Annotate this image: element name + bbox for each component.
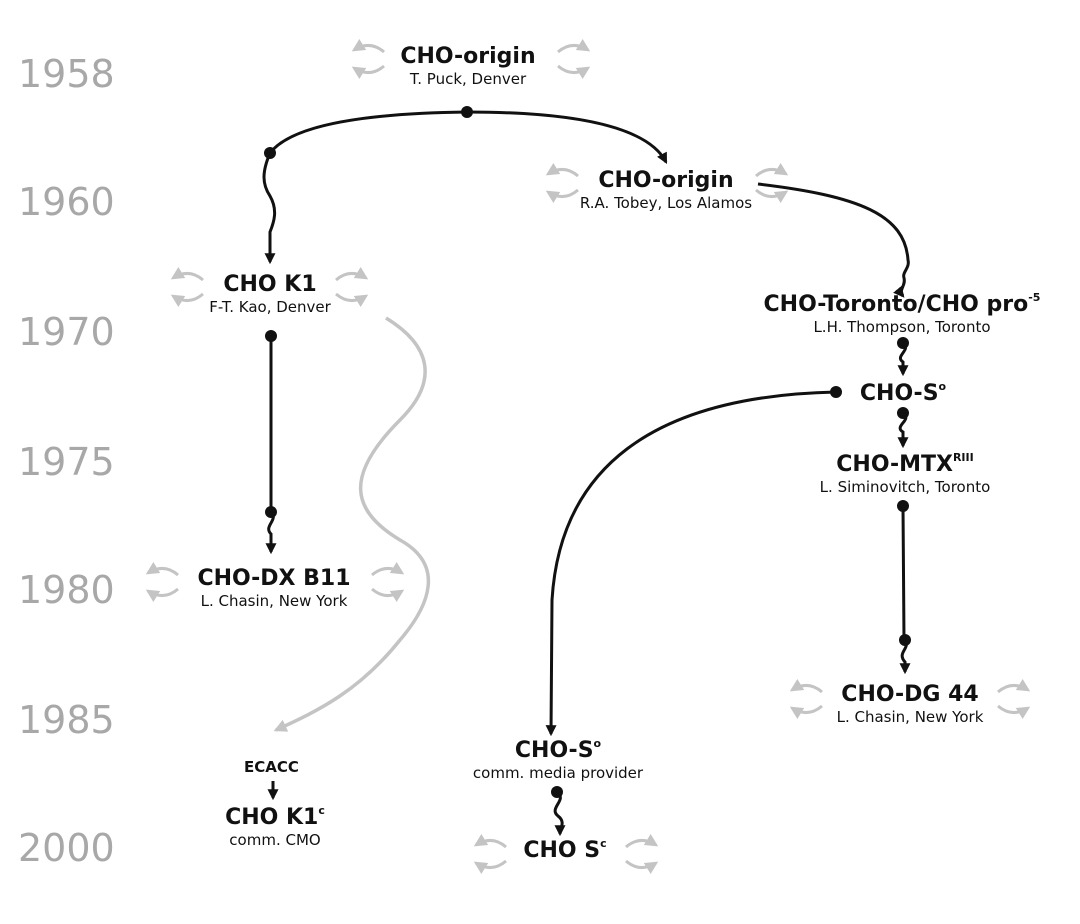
node-superscript: c xyxy=(600,836,607,850)
node-subtitle: L. Siminovitch, Toronto xyxy=(819,478,991,496)
node-superscript: -5 xyxy=(1028,290,1041,304)
node-subtitle: comm. CMO xyxy=(229,831,321,849)
node-cho-origin-puck: CHO-origin T. Puck, Denver xyxy=(388,44,548,88)
node-cho-origin-tobey: CHO-origin R.A. Tobey, Los Alamos xyxy=(566,168,766,212)
node-cho-k1: CHO K1 F-T. Kao, Denver xyxy=(190,272,350,316)
year-label: 1970 xyxy=(18,310,115,354)
node-subtitle: F-T. Kao, Denver xyxy=(209,298,331,316)
node-name: CHO S xyxy=(523,838,601,863)
toronto-to-s0-connector xyxy=(897,337,909,377)
k1-to-ecacc-connector xyxy=(273,316,431,732)
node-name: CHO-S xyxy=(859,381,939,406)
node-subtitle: comm. media provider xyxy=(472,764,644,782)
origin-to-k1-connector xyxy=(262,152,277,265)
node-subtitle: L.H. Thompson, Toronto xyxy=(813,318,991,336)
year-label: 1980 xyxy=(18,568,115,612)
node-cho-sc: CHO Sc xyxy=(510,838,620,863)
node-cho-s0-media: CHO-So comm. media provider xyxy=(458,738,658,782)
node-superscript: o xyxy=(938,379,947,393)
node-name: CHO-origin xyxy=(400,44,536,69)
node-cho-s0-toronto: CHO-So xyxy=(848,381,958,406)
node-cho-dxb11: CHO-DX B11 L. Chasin, New York xyxy=(184,566,364,610)
node-name: CHO-origin xyxy=(598,168,734,193)
node-subtitle: R.A. Tobey, Los Alamos xyxy=(579,194,753,212)
node-cho-dg44: CHO-DG 44 L. Chasin, New York xyxy=(820,682,1000,726)
k1-to-dxb11-connector xyxy=(265,330,277,555)
node-name: CHO K1 xyxy=(225,805,319,830)
node-superscript: RIII xyxy=(952,450,974,464)
year-label: 1960 xyxy=(18,180,115,224)
ecacc-label: ECACC xyxy=(244,758,299,776)
s0-to-mtx-connector xyxy=(897,407,909,449)
node-name: CHO K1 xyxy=(223,272,317,297)
node-name: CHO-DG 44 xyxy=(841,682,979,707)
node-cho-toronto: CHO-Toronto/CHO pro-5 L.H. Thompson, Tor… xyxy=(752,292,1052,336)
node-superscript: c xyxy=(318,803,325,817)
origin-split-connector xyxy=(264,106,668,164)
mtx-to-dg44-connector xyxy=(897,500,911,675)
node-cho-mtx: CHO-MTXRIII L. Siminovitch, Toronto xyxy=(800,452,1010,496)
year-label: 1985 xyxy=(18,698,115,742)
s0-media-to-sc-connector xyxy=(551,786,566,837)
tobey-to-toronto-connector xyxy=(757,182,910,298)
node-name: CHO-Toronto/CHO pro xyxy=(763,292,1029,317)
node-subtitle: L. Chasin, New York xyxy=(200,592,348,610)
node-subtitle: T. Puck, Denver xyxy=(409,70,527,88)
s0-to-s0-media-connector xyxy=(545,386,842,737)
node-name: CHO-DX B11 xyxy=(197,566,351,591)
node-superscript: o xyxy=(593,736,602,750)
node-subtitle: L. Chasin, New York xyxy=(836,708,984,726)
year-label: 1958 xyxy=(18,52,115,96)
year-label: 2000 xyxy=(18,826,115,870)
node-name: CHO-MTX xyxy=(836,452,953,477)
node-cho-k1c: CHO K1c comm. CMO xyxy=(200,805,350,849)
node-name: CHO-S xyxy=(514,738,594,763)
year-label: 1975 xyxy=(18,440,115,484)
